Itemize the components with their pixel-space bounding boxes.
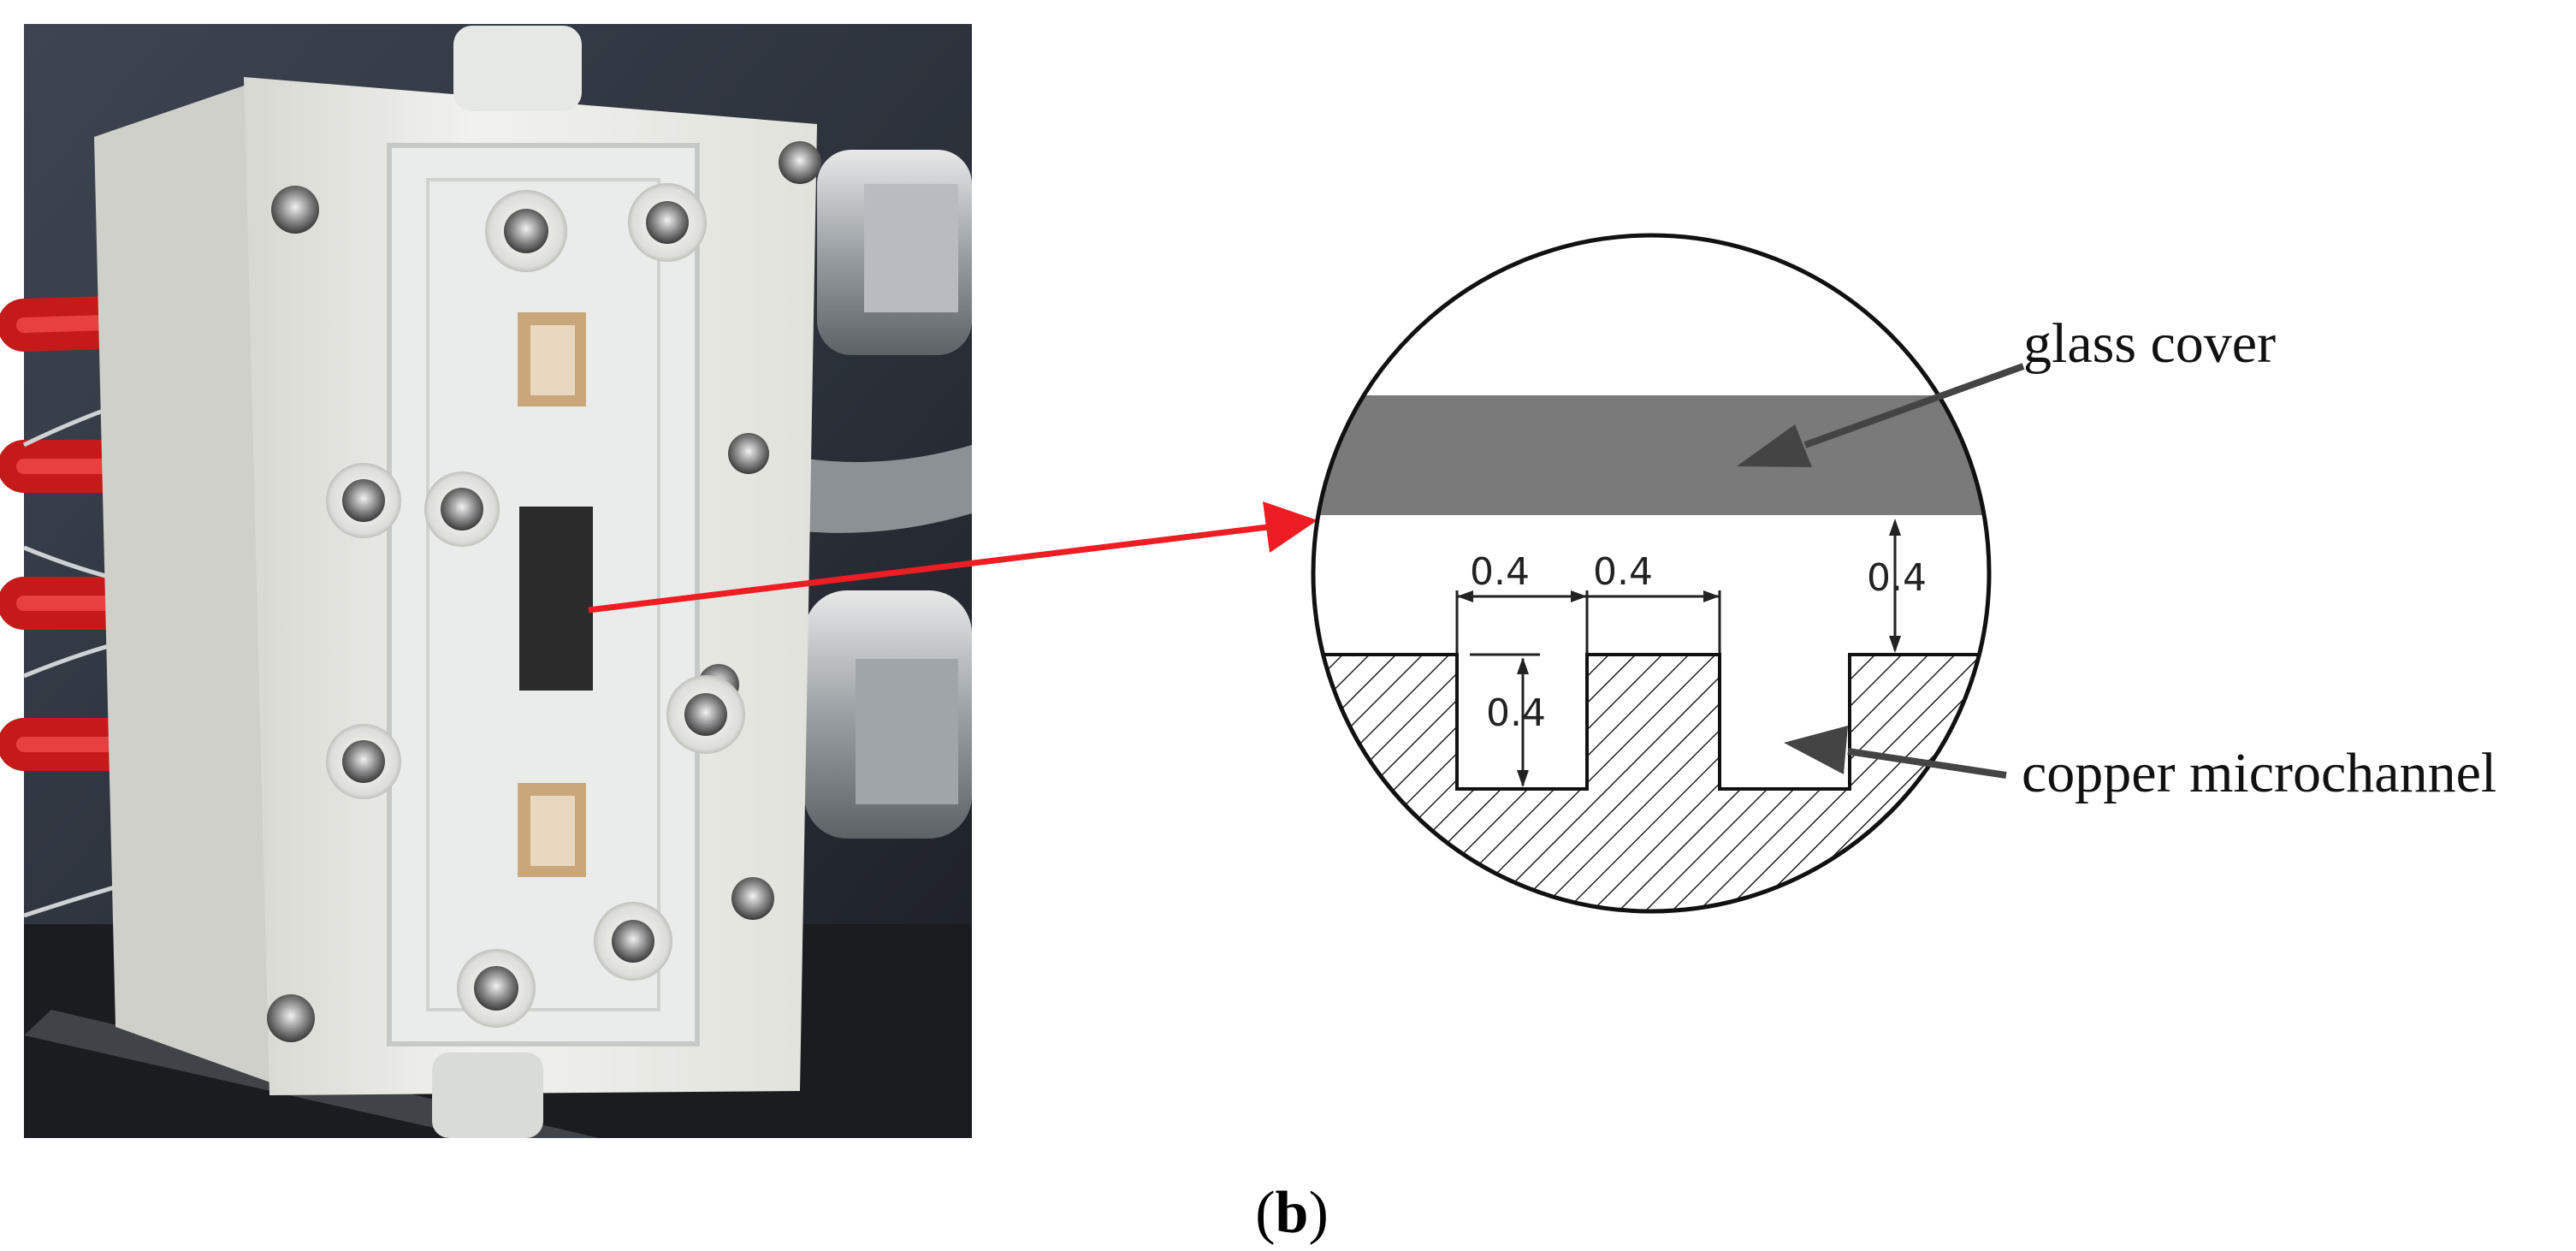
dim-channel-depth-label: 0.4 xyxy=(1486,691,1546,735)
bottom-fitting xyxy=(432,1052,543,1138)
callout-arrowhead xyxy=(1263,501,1318,553)
glass-cover-label: glass cover xyxy=(2023,312,2276,375)
test-section-photo xyxy=(0,24,972,1138)
block-side xyxy=(94,81,282,1087)
dim-channel-width xyxy=(1455,590,1589,653)
copper-window xyxy=(519,507,593,691)
copper-microchannel-label: copper microchannel xyxy=(2022,742,2496,804)
cross-section-detail: 0.4 0.4 0.4 0.4 glass cover co xyxy=(1311,233,2496,914)
copper-pointer-line xyxy=(1847,748,2007,779)
dim-channel-depth xyxy=(1470,653,1540,787)
dim-gap-height-label: 0.4 xyxy=(1867,556,1927,600)
glass-pointer-head xyxy=(1737,424,1812,467)
dim-channel-width-label: 0.4 xyxy=(1470,550,1530,594)
dim-fin-width xyxy=(1587,590,1721,653)
detail-circle-outline xyxy=(1311,233,1992,914)
caption-letter: b xyxy=(1276,1180,1309,1246)
caption-close-paren: ) xyxy=(1308,1180,1328,1246)
top-fitting xyxy=(453,26,582,111)
dim-gap-height xyxy=(1889,519,1901,653)
copper-pointer-head xyxy=(1784,726,1848,774)
caption-open-paren: ( xyxy=(1255,1180,1275,1246)
glass-cover-layer xyxy=(1313,395,1989,515)
plate-bolts xyxy=(326,183,745,1028)
corner-screws xyxy=(267,141,821,1042)
glass-pointer-line xyxy=(1803,363,2025,448)
dim-fin-width-label: 0.4 xyxy=(1593,550,1653,594)
callout-arrow-shaft xyxy=(588,523,1276,614)
panel-caption: (b) xyxy=(1255,1180,1329,1246)
